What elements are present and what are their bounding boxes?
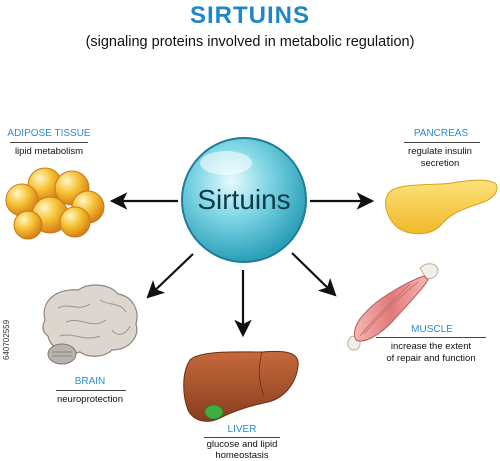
adipose-tissue-illustration [5, 167, 105, 240]
stock-id-watermark: 640702559 [2, 319, 11, 360]
liver-illustration [183, 350, 299, 422]
pancreas-desc-line2: secretion [420, 158, 460, 169]
arrow-to-brain [146, 253, 194, 299]
pancreas-title: PANCREAS [413, 128, 469, 139]
adipose-divider [10, 142, 88, 143]
muscle-desc-line1: increase the extent [390, 341, 472, 352]
brain-title: BRAIN [74, 376, 106, 387]
liver-desc-line1: glucose and lipid [206, 439, 278, 450]
liver-divider [204, 437, 280, 438]
liver-desc-line2: homeostasis [215, 450, 269, 461]
arrow-to-muscle [291, 252, 337, 297]
pancreas-desc-line1: regulate insulin [408, 146, 472, 157]
brain-desc: neuroprotection [56, 394, 124, 405]
gallbladder-shape [204, 404, 224, 420]
brain-illustration [42, 284, 138, 365]
muscle-desc-line2: of repair and function [386, 353, 476, 364]
adipose-tissue-desc: lipid metabolism [14, 146, 84, 157]
liver-title: LIVER [227, 424, 257, 435]
brain-divider [56, 390, 126, 391]
sirtuins-sphere [181, 137, 307, 263]
muscle-divider [376, 337, 486, 338]
pancreas-divider [404, 142, 480, 143]
page-title: SIRTUINS [189, 2, 310, 29]
muscle-illustration [347, 263, 439, 351]
adipose-tissue-title: ADIPOSE TISSUE [7, 128, 91, 139]
muscle-title: MUSCLE [411, 324, 453, 335]
pancreas-illustration [385, 179, 498, 235]
sirtuins-center-label: Sirtuins [197, 184, 291, 215]
page-subtitle: (signaling proteins involved in metaboli… [85, 34, 415, 50]
